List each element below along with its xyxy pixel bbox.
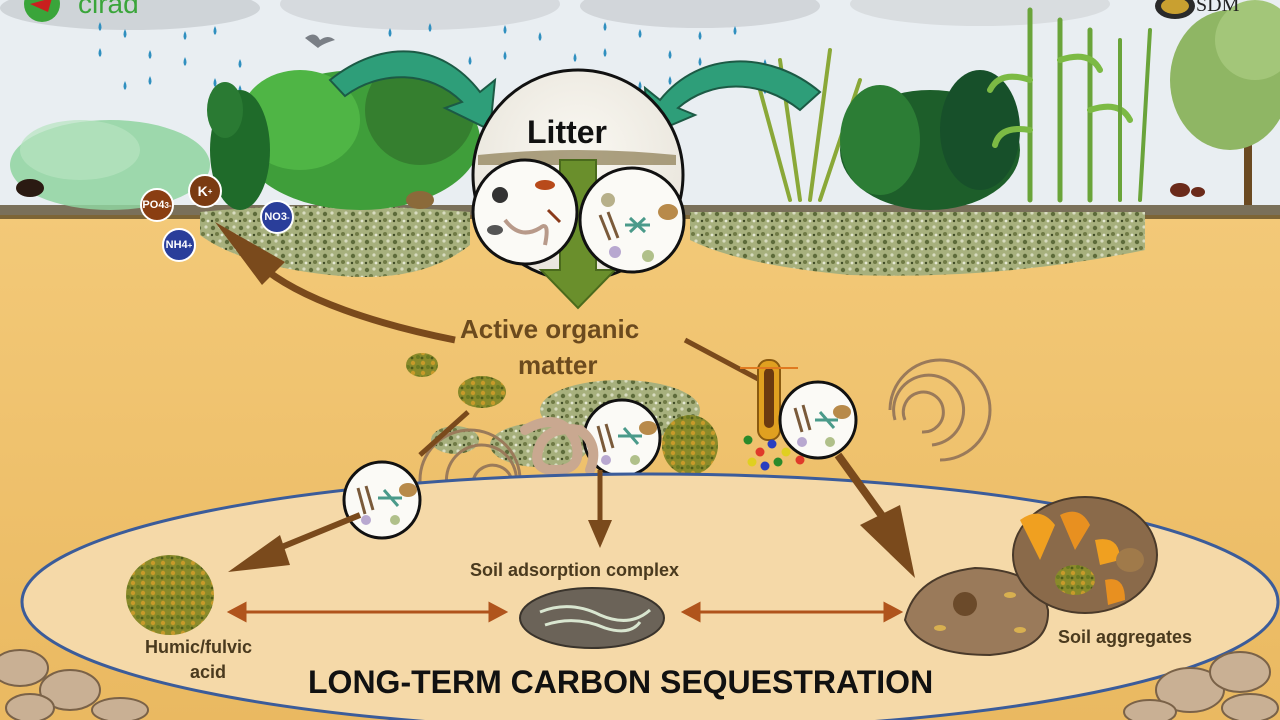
rain-drop [98,48,102,57]
potassium-ion: K+ [188,174,222,208]
active-organic-matter-label-1: Active organic [460,314,640,344]
microbe-circle-root [778,380,858,460]
rain-drop [668,76,672,85]
exudate-dot [767,439,777,449]
decomposition-spiral-right [888,358,992,462]
bedrock-stones [0,649,1279,720]
exudate-dot [747,457,757,467]
stone [1123,699,1177,720]
nitrate-label: NO3 [264,211,287,223]
rain-drop [638,81,642,90]
rain-drop [183,57,187,66]
ammonium-charge: + [187,240,193,250]
stone [39,669,101,711]
litter-layer-right [690,212,1145,276]
ammonium-ion: NH4+ [162,228,196,262]
rain-drop [148,50,152,59]
humic-acid-cluster [126,555,214,635]
cirad-logo-text: cirad [78,0,139,19]
rain-drop [538,32,542,41]
rain-drop [573,53,577,62]
active-organic-matter-label-2: matter [518,350,598,380]
rain-drop [148,76,152,85]
rain-drop [733,26,737,35]
rain-drop [668,50,672,59]
litter-label: Litter [527,114,607,150]
aggregate-cluster [1012,496,1158,614]
bird-icon [305,34,335,48]
rain-drop [638,29,642,38]
phosphate-charge: 3- [164,200,172,210]
rain-drop [603,22,607,31]
isdm-logo-text: SDM [1196,0,1240,16]
litter-input-arrows [328,50,822,137]
exudate-dot [781,447,791,457]
rain-drop [98,22,102,31]
nitrate-charge: - [286,212,290,222]
rain-drop [603,48,607,57]
humic-fulvic-label-1: Humic/fulvic [145,637,253,657]
soil-aggregate [903,566,1050,657]
vegetation-left [10,55,480,210]
rain-drop [123,81,127,90]
rain-drop [213,26,217,35]
long-term-carbon-sequestration-title: LONG-TERM CARBON SEQUESTRATION [308,664,934,700]
exudate-dot [795,455,805,465]
rain-drop [238,59,242,68]
rain-drop [698,57,702,66]
soil-aggregates-label: Soil aggregates [1058,627,1193,647]
rain-drop [468,56,472,65]
stone [1209,651,1271,693]
mineralization-arrowhead [215,222,285,285]
rain-drop [428,23,432,32]
rain-drop [698,31,702,40]
vegetation-right [758,0,1280,210]
exudate-dot [755,447,765,457]
exchange-arrows [226,601,904,623]
rain-drop [213,78,217,87]
ammonium-label: NH4 [165,239,188,251]
clay-adsorption-complex [519,587,665,649]
om-to-root-arrow [683,337,762,383]
microbe-circle-litter [578,166,686,274]
earthworm [520,417,599,476]
isdm-logo [1155,0,1195,19]
microbe-circle-left [342,460,422,540]
exudate-dot [773,457,783,467]
soil-fauna-circle [471,158,579,266]
potassium-charge: + [207,186,213,196]
nitrate-ion: NO3- [260,200,294,234]
potassium-label: K [197,183,208,199]
carbon-sequestration-zone [20,472,1280,720]
phosphate-label: PO4 [142,199,165,211]
rain-drop [503,25,507,34]
exudate-dot [760,461,770,471]
rain-drop [123,29,127,38]
rain-drop [503,51,507,60]
soil-adsorption-complex-label: Soil adsorption complex [470,560,680,580]
stone [1221,693,1279,720]
cirad-logo [24,0,60,22]
humic-fulvic-label-2: acid [190,662,227,682]
stone [0,649,49,687]
stone [5,693,55,720]
surface-insects [16,179,1205,209]
root-tip [740,359,798,441]
rain-drop [388,28,392,37]
humification-arrows [228,410,915,578]
mineralization-arrow [257,262,456,344]
litter-to-soil-arrow [538,159,618,310]
rain-clouds [0,0,1110,30]
stone [91,697,149,720]
exudate-dot [743,435,753,445]
rain-drop [183,31,187,40]
